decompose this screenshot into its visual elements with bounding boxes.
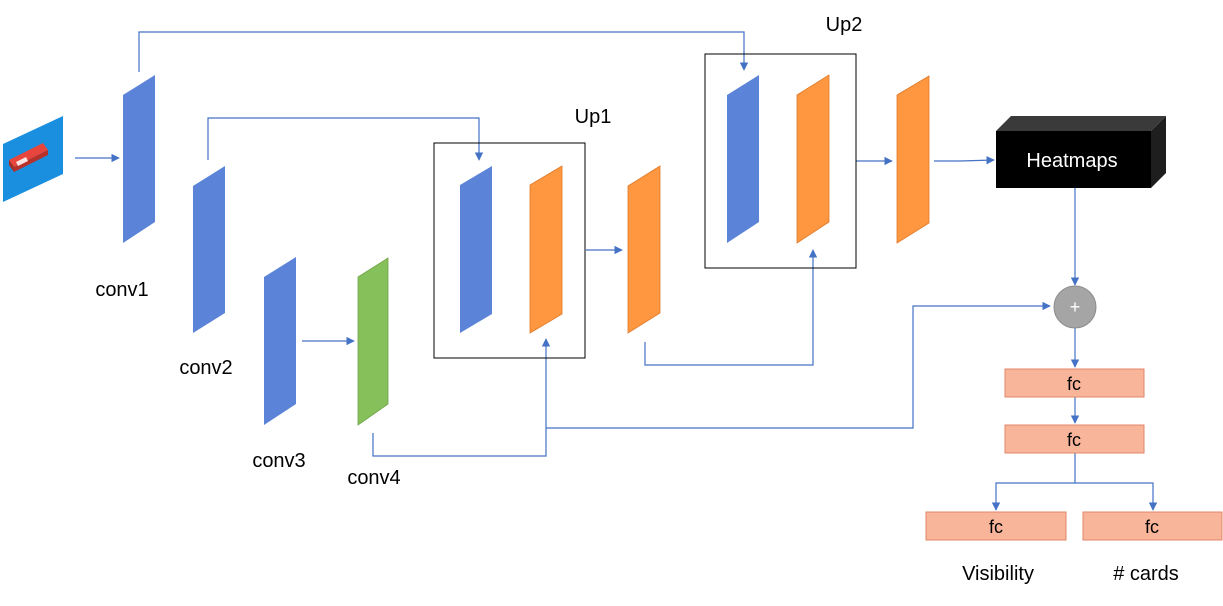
up2-box [704,53,857,269]
fc1-box [1004,368,1145,398]
fc-visibility-box [925,511,1067,541]
heatmaps-box: Heatmaps [996,116,1166,188]
conv4-to-plus-arrow [546,301,1051,429]
conv1-skip-to-up2-arrow [138,31,749,72]
conv4-layer [357,257,389,426]
up1-orange-layer [529,165,563,334]
fc-cards-box [1082,511,1223,541]
conv1-label: conv1 [95,279,148,301]
conv4-to-up1-arrow [372,338,551,457]
conv3-layer [264,257,296,425]
fc-cards-label: fc [1145,517,1159,537]
heatmaps-label: Heatmaps [1026,150,1117,172]
up2-label: Up2 [826,14,863,36]
conv4-label: conv4 [347,467,400,489]
fc2-box [1004,424,1145,454]
fc2-to-cards-arrow [1075,482,1158,511]
plus-node [1053,285,1097,329]
conv2-label: conv2 [179,357,232,379]
conv2-layer [193,166,225,333]
conv3-label: conv3 [252,450,305,472]
conv2-skip-to-up1-arrow [207,117,484,161]
connectors [75,31,1158,511]
up1-blue-layer [460,166,492,333]
fc1-label: fc [1067,374,1081,394]
orange-to-heatmaps-arrow [934,156,995,165]
up2-blue-layer [727,75,759,243]
up1-label: Up1 [575,106,612,128]
fc2-to-visibility-arrow [991,453,1076,511]
up2-orange-layer [796,74,830,244]
up1-output-layer [627,165,661,334]
fc2-label: fc [1067,430,1081,450]
orange-to-up2-arrow [644,249,818,366]
fc-visibility-label: fc [989,517,1003,537]
plus-label: + [1070,297,1081,317]
cards-label: # cards [1113,563,1179,585]
input-image-icon [3,116,63,202]
conv1-layer [123,75,155,243]
up2-output-layer [896,75,930,244]
visibility-label: Visibility [962,563,1034,585]
up1-box [433,142,586,359]
